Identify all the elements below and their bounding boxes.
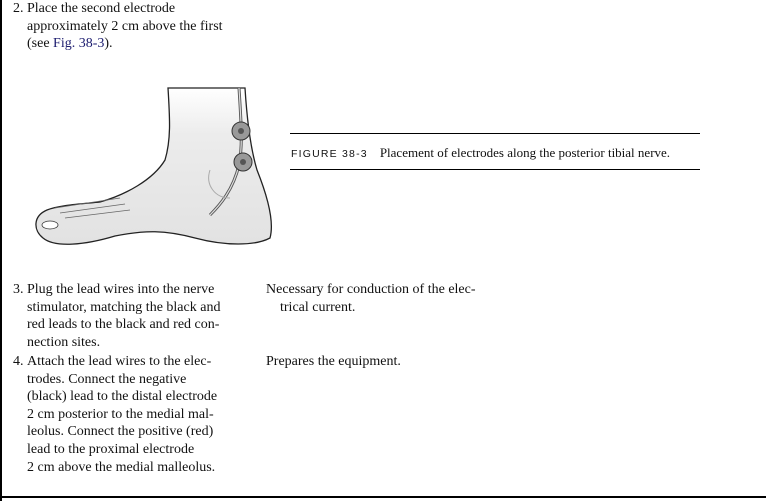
rationale-line: Prepares the equipment. xyxy=(266,354,401,369)
step-4: 4. Attach the lead wires to the elec- tr… xyxy=(13,353,263,476)
step-number: 3. xyxy=(13,282,24,297)
step-number: 2. xyxy=(13,1,24,16)
step-2: 2. Place the second electrode approximat… xyxy=(13,0,263,53)
foot-illustration xyxy=(35,87,272,245)
rationale-4: Prepares the equipment. xyxy=(266,353,401,371)
step-line: (see Fig. 38-3). xyxy=(13,35,263,53)
step-line: leolus. Connect the positive (red) xyxy=(27,424,214,440)
text: (see xyxy=(27,36,54,52)
step-line: nection sites. xyxy=(27,334,101,350)
bottom-rule xyxy=(0,496,766,498)
step-line: Place the second electrode xyxy=(27,1,176,16)
text: ). xyxy=(104,36,113,52)
step-line: Plug the lead wires into the nerve xyxy=(27,282,215,297)
figure-rule-top xyxy=(290,133,700,135)
rationale-3: Necessary for conduction of the elec- tr… xyxy=(266,281,476,316)
step-line: 2 cm posterior to the medial mal- xyxy=(27,406,214,422)
step-line: approximately 2 cm above the first xyxy=(27,18,223,34)
step-3: 3. Plug the lead wires into the nerve st… xyxy=(13,281,263,351)
rationale-line: trical current. xyxy=(280,299,356,315)
figure-link[interactable]: Fig. 38-3 xyxy=(53,36,105,52)
step-line: lead to the proximal electrode xyxy=(27,441,195,457)
figure-label: Figure 38-3 xyxy=(291,148,368,160)
left-border xyxy=(0,0,2,501)
step-line: trodes. Connect the negative xyxy=(27,371,187,387)
step-line: 2 cm above the medial malleolus. xyxy=(27,459,216,475)
step-line: red leads to the black and red con- xyxy=(27,317,220,333)
step-number: 4. xyxy=(13,354,24,369)
rationale-line: Necessary for conduction of the elec- xyxy=(266,282,476,297)
step-line: (black) lead to the distal electrode xyxy=(27,389,218,405)
figure-caption-text: Placement of electrodes along the poster… xyxy=(379,145,671,160)
step-line: stimulator, matching the black and xyxy=(27,299,221,315)
step-line: Attach the lead wires to the elec- xyxy=(27,354,212,369)
figure-rule-bottom xyxy=(290,169,700,171)
figure-caption: Figure 38-3 Placement of electrodes along… xyxy=(291,145,670,161)
